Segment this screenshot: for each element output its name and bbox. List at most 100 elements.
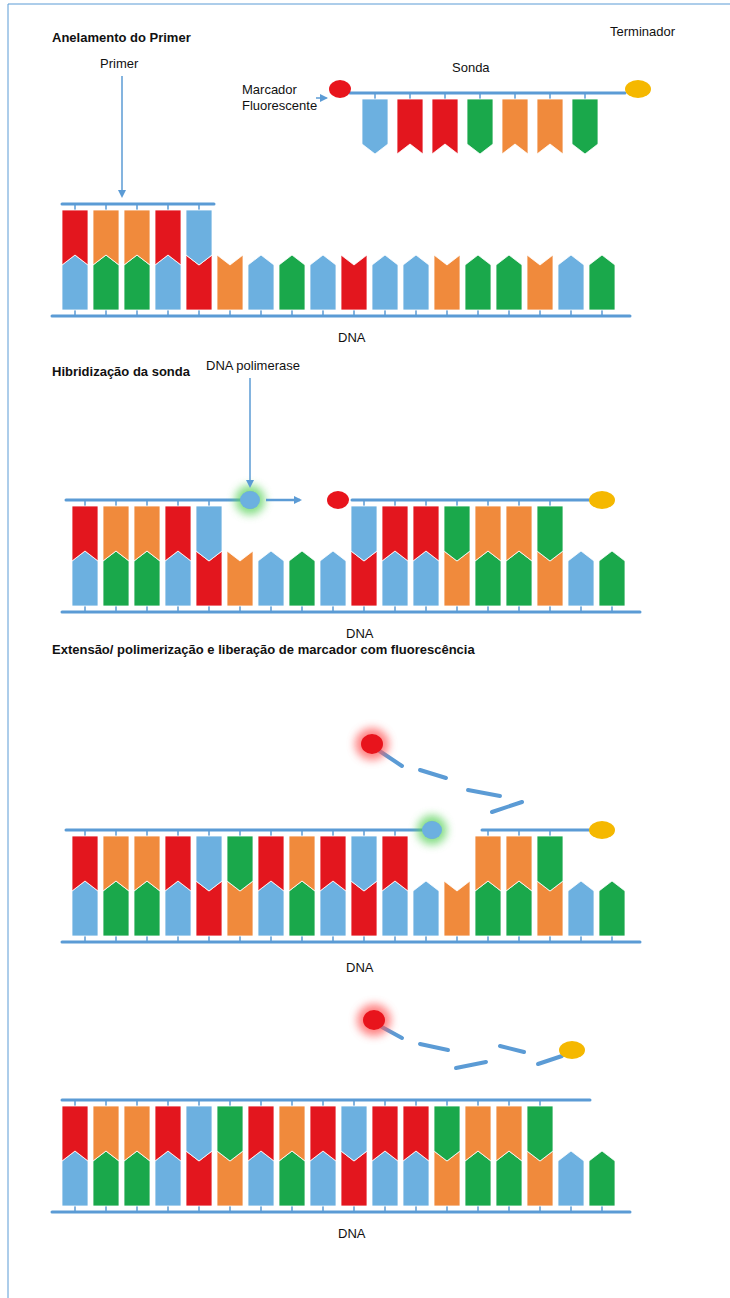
nucleotide — [413, 551, 439, 606]
base-stalk — [115, 830, 117, 836]
leader-arrow — [121, 76, 123, 196]
base-stalk — [394, 606, 396, 612]
nucleotide — [496, 255, 522, 310]
base-stalk — [539, 1100, 541, 1106]
base-stalk — [580, 936, 582, 942]
nucleotide — [186, 1106, 212, 1161]
base-stalk — [584, 93, 586, 99]
quencher — [589, 821, 615, 839]
nucleotide — [413, 506, 439, 561]
base-stalk — [136, 310, 138, 316]
base-stalk — [74, 1206, 76, 1212]
base-stalk — [415, 310, 417, 316]
leader-arrow — [249, 378, 251, 486]
nucleotide — [372, 1106, 398, 1161]
nucleotide — [93, 210, 119, 265]
fluorescent-marker — [327, 491, 349, 509]
base-stalk — [301, 606, 303, 612]
nucleotide — [279, 1106, 305, 1161]
nucleotide — [537, 99, 563, 154]
base-stalk — [539, 1206, 541, 1212]
base-stalk — [487, 830, 489, 836]
base-stalk — [208, 936, 210, 942]
base-stalk — [229, 1206, 231, 1212]
nucleotide — [432, 99, 458, 154]
base-stalk — [260, 1206, 262, 1212]
nucleotide — [258, 551, 284, 606]
nucleotide — [279, 1151, 305, 1206]
nucleotide — [341, 1106, 367, 1161]
section-heading: Hibridização da sonda — [52, 364, 190, 380]
base-stalk — [105, 1100, 107, 1106]
base-stalk — [549, 93, 551, 99]
strand-backbone — [352, 499, 590, 502]
base-stalk — [425, 500, 427, 506]
base-stalk — [322, 1100, 324, 1106]
base-stalk — [146, 830, 148, 836]
nucleotide — [572, 99, 598, 154]
released-marker — [363, 1010, 385, 1030]
base-stalk — [146, 936, 148, 942]
base-stalk — [601, 1206, 603, 1212]
nucleotide — [72, 881, 98, 936]
base-stalk — [601, 310, 603, 316]
nucleotide — [372, 1151, 398, 1206]
probe-fragment — [492, 802, 522, 812]
nucleotide — [434, 255, 460, 310]
nucleotide — [599, 551, 625, 606]
nucleotide — [289, 881, 315, 936]
part-label: Marcador Fluorescente — [242, 82, 324, 114]
quencher — [589, 491, 615, 509]
nucleotide — [382, 506, 408, 561]
nucleotide — [382, 836, 408, 891]
nucleotide — [217, 255, 243, 310]
nucleotide — [165, 506, 191, 561]
base-stalk — [291, 1100, 293, 1106]
nucleotide — [62, 1151, 88, 1206]
probe-fragment — [468, 790, 500, 796]
base-stalk — [332, 606, 334, 612]
nucleotide — [155, 1106, 181, 1161]
nucleotide — [465, 1106, 491, 1161]
base-stalk — [105, 1206, 107, 1212]
strand-backbone — [62, 203, 214, 206]
base-stalk — [167, 204, 169, 210]
probe-fragment — [456, 1062, 486, 1068]
base-stalk — [177, 936, 179, 942]
base-stalk — [84, 830, 86, 836]
base-stalk — [456, 500, 458, 506]
base-stalk — [487, 500, 489, 506]
base-stalk — [270, 830, 272, 836]
base-stalk — [291, 310, 293, 316]
base-stalk — [384, 310, 386, 316]
base-stalk — [167, 1100, 169, 1106]
base-stalk — [198, 1206, 200, 1212]
nucleotide — [248, 1106, 274, 1161]
nucleotide — [465, 1151, 491, 1206]
base-stalk — [487, 606, 489, 612]
nucleotide — [475, 836, 501, 891]
nucleotide — [320, 836, 346, 891]
nucleotide — [496, 1151, 522, 1206]
base-stalk — [514, 93, 516, 99]
base-stalk — [84, 936, 86, 942]
nucleotide — [258, 881, 284, 936]
nucleotide — [444, 506, 470, 561]
base-stalk — [198, 204, 200, 210]
base-stalk — [384, 1206, 386, 1212]
base-stalk — [508, 310, 510, 316]
base-stalk — [518, 936, 520, 942]
base-stalk — [363, 606, 365, 612]
nucleotide — [310, 1106, 336, 1161]
nucleotide — [397, 99, 423, 154]
nucleotide — [196, 836, 222, 891]
base-stalk — [374, 93, 376, 99]
nucleotide — [134, 836, 160, 891]
nucleotide — [186, 210, 212, 265]
nucleotide — [155, 1151, 181, 1206]
base-stalk — [208, 606, 210, 612]
nucleotide — [506, 551, 532, 606]
nucleotide — [217, 1106, 243, 1161]
nucleotide — [124, 1151, 150, 1206]
part-label: Sonda — [452, 60, 490, 76]
